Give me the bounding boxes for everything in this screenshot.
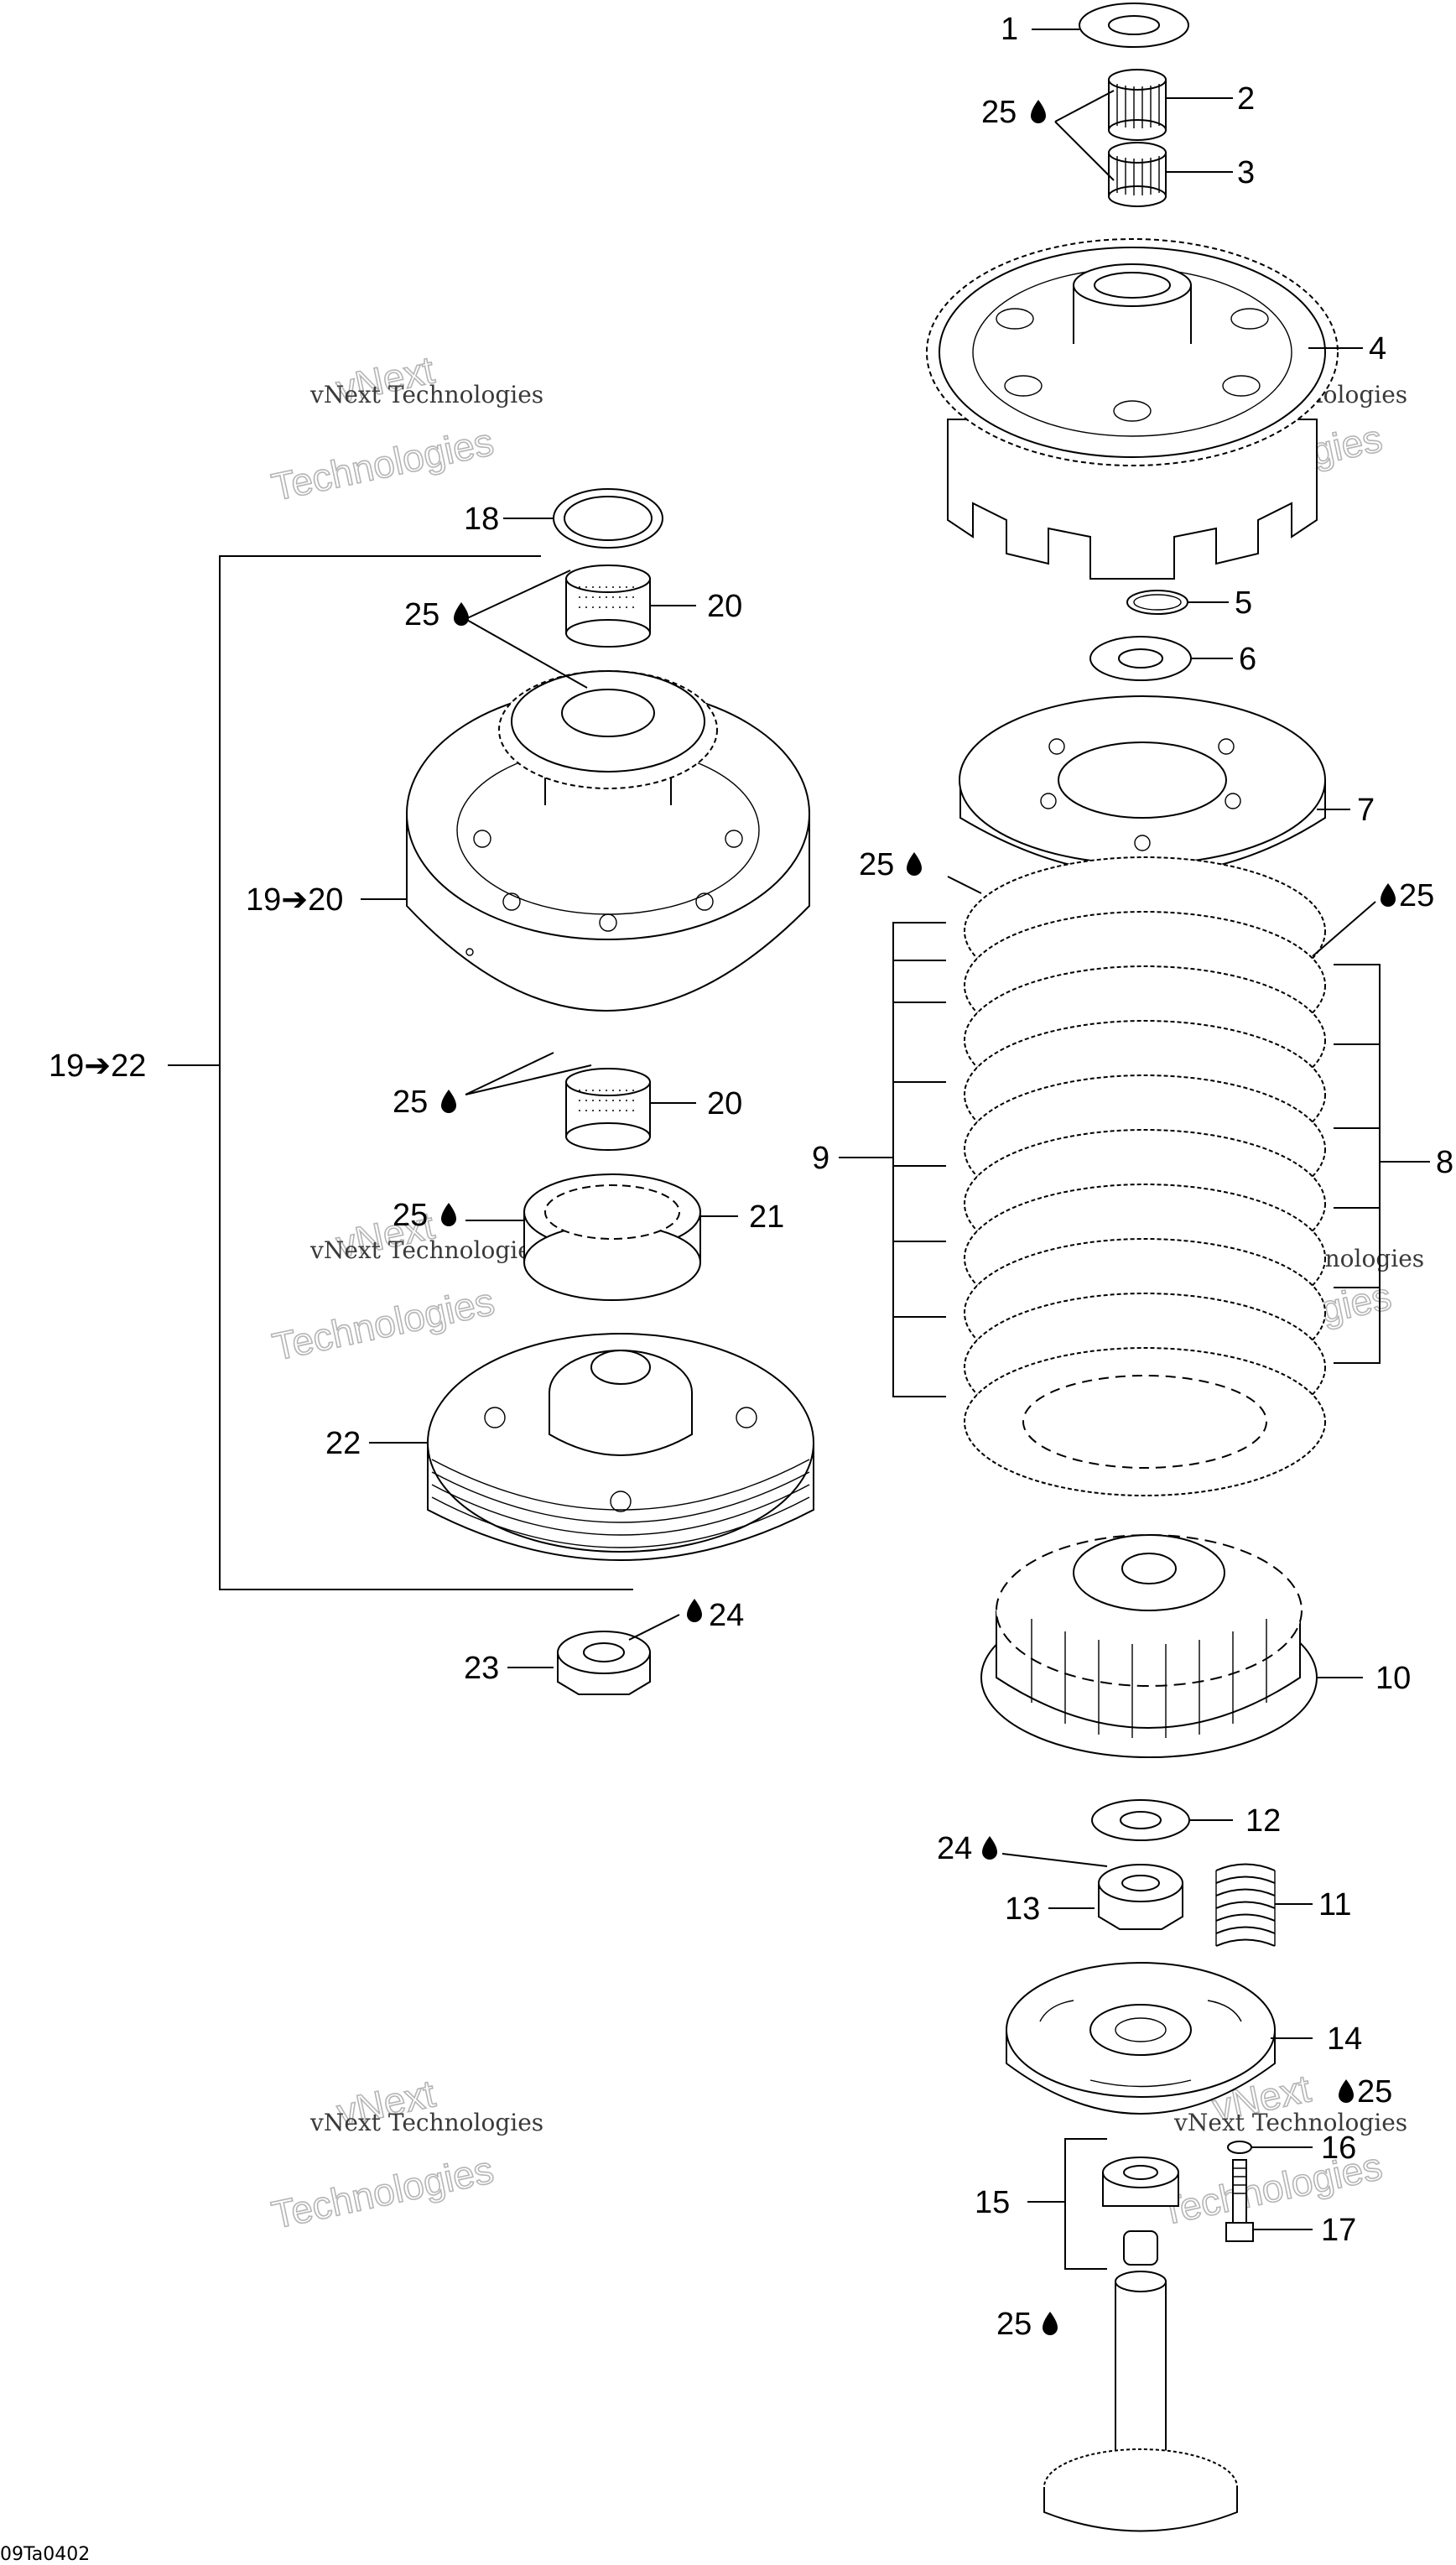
watermark-bottom-left: vNext vNext Technologies Technologies: [268, 2070, 544, 2237]
droplet-icon: [1043, 2312, 1058, 2335]
part-22-clutch-basket: [427, 1333, 814, 1561]
part-6-thrust-washer: [1089, 636, 1192, 681]
callout-5: 5: [1235, 585, 1252, 621]
callout-20-lower: 20: [707, 1086, 742, 1121]
droplet-icon: [907, 852, 922, 876]
droplet-icon: [982, 1836, 997, 1860]
callout-14: 14: [1327, 2021, 1362, 2057]
callout-25-upper-bushing: 25: [404, 597, 439, 632]
callout-3: 3: [1237, 155, 1255, 190]
part-2-needle-bearing: [1108, 69, 1167, 141]
part-1-washer: [1079, 3, 1189, 48]
part-20-upper-bushing: [565, 565, 651, 648]
callout-6: 6: [1239, 642, 1256, 677]
callout-17: 17: [1321, 2213, 1356, 2248]
part-12-lock-washer: [1091, 1799, 1190, 1841]
callout-10: 10: [1375, 1661, 1411, 1696]
droplet-icon: [1031, 100, 1046, 123]
part-16-washer: [1227, 2141, 1252, 2154]
callout-12: 12: [1245, 1803, 1281, 1839]
droplet-icon: [441, 1090, 456, 1113]
droplet-icon: [687, 1599, 702, 1622]
callout-23: 23: [464, 1651, 499, 1686]
callout-25-sprag: 25: [393, 1198, 428, 1233]
callout-9: 9: [812, 1141, 829, 1176]
callout-1: 1: [1001, 12, 1018, 47]
callout-2: 2: [1237, 81, 1255, 117]
part-7-pressure-plate: [959, 695, 1326, 876]
callout-13: 13: [1005, 1891, 1040, 1927]
callout-25-bearings: 25: [981, 95, 1017, 130]
callout-11: 11: [1318, 1887, 1351, 1922]
leader-lines: [361, 29, 1376, 2230]
part-23-nut: [557, 1631, 651, 1695]
callout-15: 15: [975, 2185, 1010, 2220]
part-21-sprag-clutch: [523, 1173, 701, 1301]
part-11-spring: [1215, 1863, 1276, 1947]
watermark-text-large: Technologies: [268, 2147, 497, 2237]
part-8-9-clutch-disc-stack: [964, 856, 1326, 1496]
callout-20-upper: 20: [707, 589, 742, 624]
callout-8: 8: [1436, 1145, 1453, 1180]
callout-7: 7: [1357, 793, 1375, 828]
part-14-release-plate: [1006, 1962, 1276, 2115]
callout-21: 21: [749, 1199, 784, 1235]
part-4-clutch-housing-gear: [926, 238, 1339, 580]
callout-19-22: 19➔22: [49, 1048, 146, 1084]
watermark-top-left: vNext vNext Technologies Technologies: [268, 347, 544, 510]
watermark-text: vNext Technologies: [309, 1236, 543, 1264]
droplet-icon: [454, 602, 469, 626]
callout-19-20: 19➔20: [246, 882, 343, 918]
part-20-lower-bushing: [565, 1068, 651, 1151]
watermark-text: vNext Technologies: [309, 381, 543, 408]
part-19-20-drive-drum: [406, 670, 810, 1012]
bracket-8: [1334, 964, 1430, 1364]
watermark-text-large: Technologies: [268, 1279, 497, 1369]
bracket-19-22: [168, 555, 633, 1590]
part-18-washer: [553, 488, 663, 549]
part-15-bearing: [1102, 2157, 1179, 2266]
watermark-text: vNext Technologies: [309, 2109, 543, 2136]
droplet-icon: [1381, 883, 1396, 907]
part-17-screw: [1225, 2159, 1254, 2242]
droplet-icon: [1339, 2079, 1354, 2103]
part-5-o-ring: [1126, 590, 1188, 615]
callout-25-release: 25: [1357, 2074, 1392, 2110]
callout-18: 18: [464, 502, 499, 537]
callout-25-pushrod: 25: [996, 2307, 1032, 2342]
part-13-nut: [1098, 1864, 1183, 1930]
bracket-9: [839, 922, 946, 1397]
callout-25-discs-left: 25: [859, 847, 894, 882]
callout-16: 16: [1321, 2131, 1356, 2166]
watermark-text: vNext Technologies: [1173, 2109, 1407, 2136]
part-10-clutch-hub: [980, 1534, 1318, 1758]
bracket-15: [1027, 2138, 1107, 2270]
part-3-needle-bearing: [1108, 142, 1167, 207]
reference-code: 09Ta0402: [0, 2544, 90, 2565]
callout-22: 22: [325, 1426, 361, 1461]
callout-4: 4: [1369, 331, 1386, 367]
callout-25-lower-bushing: 25: [393, 1085, 428, 1120]
callout-24-upper: 24: [709, 1598, 744, 1633]
callout-24-lower: 24: [937, 1831, 972, 1866]
part-pushrod: [1043, 2271, 1238, 2532]
droplet-icon: [441, 1203, 456, 1226]
watermark-text-large: Technologies: [268, 419, 497, 509]
callout-25-discs-right: 25: [1399, 878, 1434, 913]
